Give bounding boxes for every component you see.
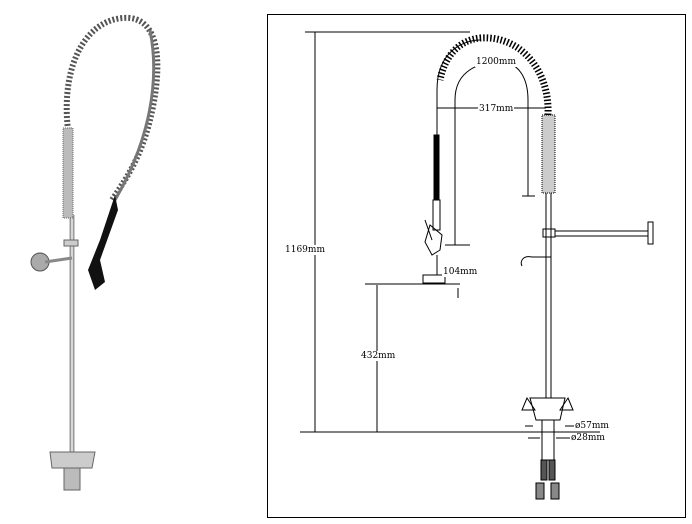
sprayer-height-label: 104mm: [442, 267, 479, 277]
total-height-label: 1169mm: [284, 245, 326, 255]
spray-clearance-label: 432mm: [360, 351, 397, 361]
shank-diameter-label: ø28mm: [570, 433, 606, 443]
base-diameter-label: ø57mm: [574, 421, 610, 431]
hose-length-label: 1200mm: [475, 57, 517, 67]
drawing-frame: [267, 14, 686, 518]
photo-faucet: [30, 14, 161, 491]
technical-drawing: [300, 31, 654, 500]
reach-label: 317mm: [478, 104, 515, 114]
